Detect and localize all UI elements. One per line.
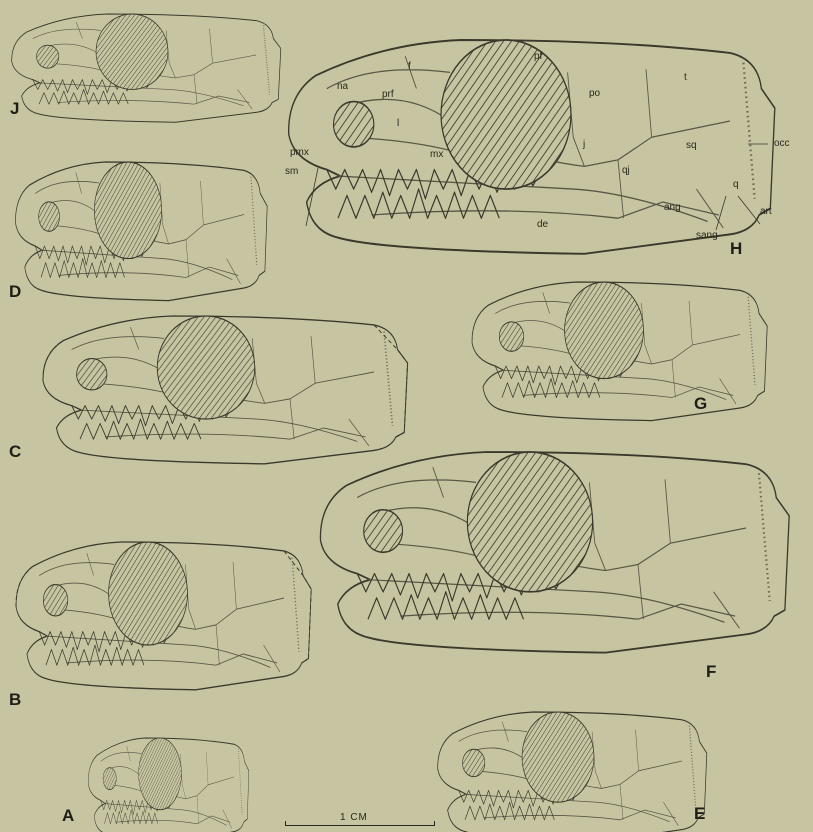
skull-H xyxy=(289,40,775,254)
bone-label-l: l xyxy=(397,119,399,129)
bone-label-ang: ang xyxy=(664,203,681,213)
bone-label-j: j xyxy=(583,140,585,150)
skull-J xyxy=(12,14,281,122)
skull-D xyxy=(15,162,267,301)
scale-bar xyxy=(285,825,435,826)
bone-label-de: de xyxy=(537,220,548,230)
bone-label-pf: pf xyxy=(534,52,542,62)
bone-label-sm: sm xyxy=(285,167,298,177)
bone-label-qj: qj xyxy=(622,166,630,176)
bone-label-occ: occ xyxy=(774,139,790,149)
panel-label-B: B xyxy=(9,690,21,710)
panel-label-A: A xyxy=(62,806,74,826)
bone-label-sang: sang xyxy=(696,231,718,241)
skull-G xyxy=(472,282,767,421)
skull-C xyxy=(43,316,408,464)
panel-label-E: E xyxy=(694,804,705,824)
bone-label-prf: prf xyxy=(382,90,394,100)
bone-label-na: na xyxy=(337,82,348,92)
panel-label-G: G xyxy=(694,394,707,414)
bone-label-po: po xyxy=(589,89,600,99)
skull-A xyxy=(88,738,249,832)
bone-label-q: q xyxy=(733,180,739,190)
panel-label-H: H xyxy=(730,239,742,259)
panel-label-F: F xyxy=(706,662,716,682)
bone-label-art: art xyxy=(760,207,772,217)
bone-label-sq: sq xyxy=(686,141,697,151)
bone-label-f: f xyxy=(408,62,411,72)
panel-label-D: D xyxy=(9,282,21,302)
skull-E xyxy=(438,712,707,832)
skull-F xyxy=(320,452,789,653)
skull-B xyxy=(16,542,311,690)
scale-bar-label: 1 CM xyxy=(340,812,368,823)
bone-label-pmx: pmx xyxy=(290,148,309,158)
panel-label-J: J xyxy=(10,99,19,119)
panel-label-C: C xyxy=(9,442,21,462)
bone-label-mx: mx xyxy=(430,150,443,160)
bone-label-t: t xyxy=(684,73,687,83)
